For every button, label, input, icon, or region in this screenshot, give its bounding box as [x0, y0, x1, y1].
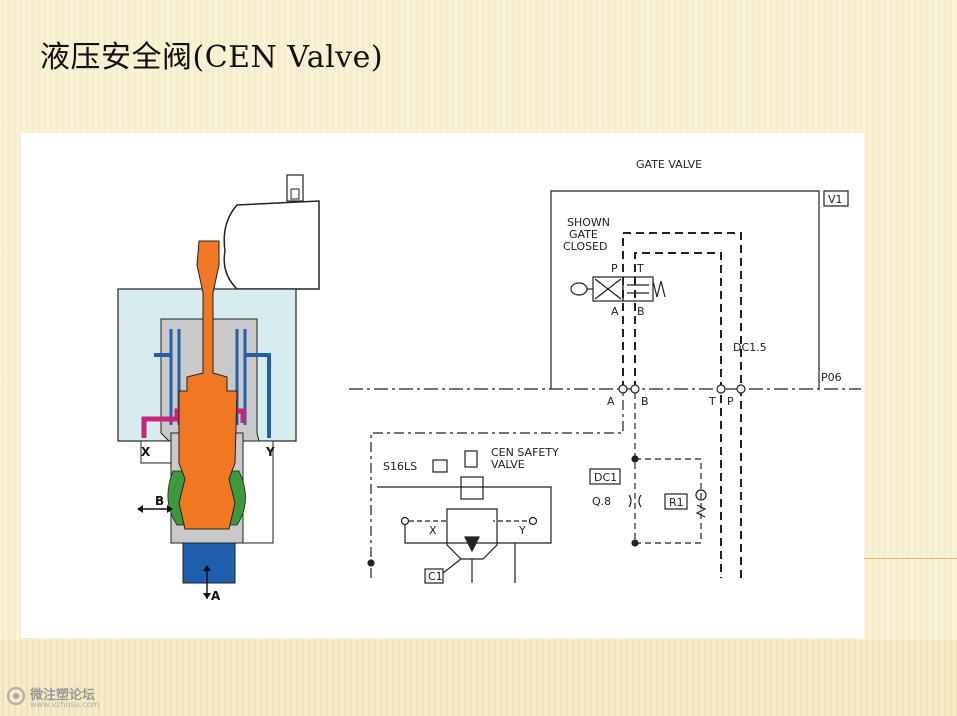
solenoid-coil — [223, 200, 320, 290]
junction-2 — [631, 539, 639, 547]
port-y-circle — [528, 516, 538, 526]
junction-3 — [367, 559, 375, 567]
label-gate: GATE — [569, 228, 598, 241]
label-p: P — [611, 262, 618, 275]
dc1-loop — [634, 393, 702, 544]
label-closed: CLOSED — [563, 240, 607, 253]
blue-port-a — [182, 542, 236, 584]
check-ball — [695, 489, 707, 501]
watermark-logo-icon — [7, 687, 25, 705]
label-gate-valve: GATE VALVE — [636, 158, 702, 171]
spring-symbol — [652, 280, 666, 298]
r1-box — [664, 493, 688, 510]
port-a-circle — [618, 384, 628, 394]
orange-spool — [178, 240, 238, 530]
label-cen-safety: CEN SAFETY — [491, 446, 559, 459]
label-dc15: DC1.5 — [733, 341, 767, 354]
pilot-line-inner — [634, 252, 722, 578]
cartridge-top — [460, 476, 484, 500]
label-line-p: P — [727, 395, 734, 408]
label-q8: Q.8 — [592, 495, 611, 508]
connector-pin — [290, 188, 300, 200]
solenoid-symbol — [570, 282, 588, 296]
blue-channel — [169, 329, 247, 425]
label-line-t: T — [708, 395, 716, 408]
gate-valve-box — [550, 190, 820, 389]
label-a-valve: A — [611, 305, 619, 318]
port-b-circle — [630, 384, 640, 394]
label-c1: C1 — [428, 570, 443, 583]
label-r1: R1 — [669, 496, 684, 509]
hydraulic-schematic: GATE VALVE V1 SHOWN GATE CLOSED P T A B … — [349, 158, 861, 584]
port-x-circle — [400, 516, 410, 526]
label-y-schem: Y — [518, 524, 526, 537]
cen-dashdot-line — [370, 389, 624, 578]
label-dc1: DC1 — [594, 471, 617, 484]
valve-arrows — [594, 278, 649, 300]
junction-1 — [631, 455, 639, 463]
label-b: B — [155, 494, 164, 508]
c1-pointer — [442, 558, 462, 574]
pilot-box — [377, 486, 552, 544]
valve-cross-section: X Y B A — [117, 174, 320, 603]
dc1-box — [589, 468, 621, 485]
label-y: Y — [265, 445, 275, 459]
slide-title: 液压安全阀(CEN Valve) — [40, 40, 384, 75]
sensor-box — [464, 450, 478, 468]
decorative-rule — [864, 558, 957, 559]
valve-block-right — [622, 276, 654, 302]
pilot-line-outer — [622, 232, 742, 578]
cartridge-arrow — [464, 536, 480, 553]
label-p06: P06 — [821, 371, 842, 384]
label-valve: VALVE — [491, 458, 525, 471]
watermark-name: 微注塑论坛 — [30, 688, 96, 703]
port-p-circle — [736, 384, 746, 394]
label-b-valve: B — [637, 305, 645, 318]
check-spring — [695, 504, 707, 518]
label-line-b: B — [641, 395, 649, 408]
label-t: T — [636, 262, 644, 275]
cartridge-body — [446, 508, 498, 560]
s16ls-box — [432, 459, 448, 473]
cartridge-outlets — [471, 543, 516, 583]
label-a: A — [211, 589, 221, 603]
label-shown: SHOWN — [567, 216, 610, 229]
label-x-schem: X — [429, 524, 437, 537]
magenta-passage — [141, 408, 246, 438]
watermark-url: www.vzhusu.com — [30, 700, 100, 709]
label-s16ls: S16LS — [383, 460, 417, 473]
diagram-panel: X Y B A GATE VALVE V1 SHOWN GATE CLOSED — [21, 133, 864, 638]
label-x: X — [141, 445, 151, 459]
v1-box — [823, 190, 849, 207]
blue-port-y — [245, 353, 271, 438]
orifice-symbol — [628, 494, 642, 508]
diagram-svg: X Y B A GATE VALVE V1 SHOWN GATE CLOSED — [117, 158, 861, 603]
port-t-circle — [716, 384, 726, 394]
c1-box — [424, 568, 444, 584]
bottom-band — [0, 640, 957, 716]
label-v1: V1 — [828, 193, 843, 206]
label-line-a: A — [607, 395, 615, 408]
